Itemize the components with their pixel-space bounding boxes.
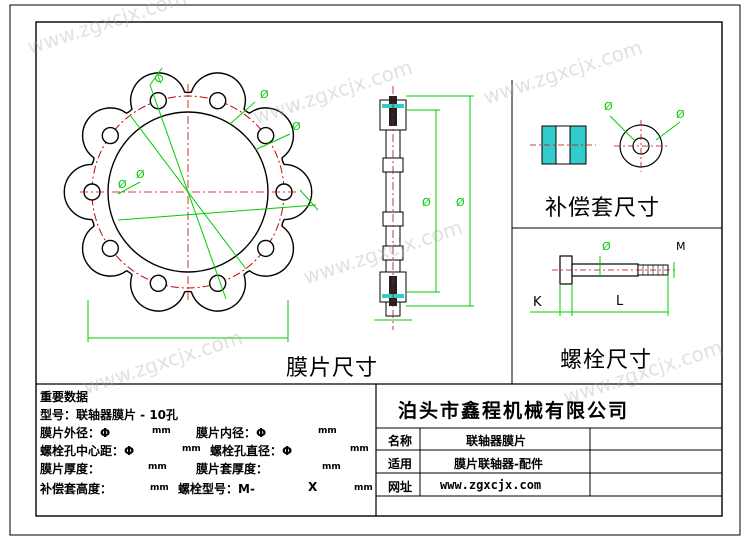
spec-bolt-hole: 螺栓孔直径：Φ <box>210 444 293 458</box>
dim-phi-center: Ø <box>136 168 145 181</box>
dim-phi-bolt: Ø <box>602 240 611 253</box>
spec-bolt-model: 螺栓型号：M- <box>178 482 255 496</box>
spec-inner-dia-unit: mm <box>318 426 337 436</box>
dim-k-bolt: K <box>533 295 542 310</box>
dim-line-side <box>299 189 319 211</box>
bolt-hole <box>149 91 168 110</box>
spec-bolt-circle: 螺栓孔中心距：Φ <box>40 444 135 458</box>
tb-name-label: 名称 <box>388 434 413 448</box>
dim-line-hole <box>229 101 256 125</box>
spec-set-thickness-unit: mm <box>322 462 341 472</box>
dim-phi-side-inner: Ø <box>422 196 431 209</box>
dim-l-bolt: L <box>616 294 624 309</box>
dim-line-inner <box>117 204 317 221</box>
dim-line-leader-1 <box>149 67 163 86</box>
dim-line-outer <box>149 84 227 300</box>
spec-bolt-circle-unit: mm <box>182 444 201 454</box>
sleeve-drawing <box>530 115 681 172</box>
spec-outer-dia-unit: mm <box>152 426 171 436</box>
bolt-hole <box>208 274 227 292</box>
side-bolt-top <box>389 96 397 126</box>
dim-phi-side-outer: Ø <box>456 196 465 209</box>
spec-heading: 重要数据 <box>40 390 89 404</box>
spec-bolt-unit: mm <box>354 483 373 493</box>
tb-web-value: www.zgxcjx.com <box>440 478 542 492</box>
diaphragm-front-view <box>63 67 319 342</box>
title-bolt-size: 螺栓尺寸 <box>560 348 653 373</box>
dim-phi-left: Ø <box>118 178 127 191</box>
tb-use-value: 膜片联轴器-配件 <box>454 457 543 471</box>
bolt-holes <box>83 91 293 292</box>
dim-phi-sleeve: Ø <box>604 100 613 113</box>
company-name: 泊头市鑫程机械有限公司 <box>398 400 630 422</box>
bolt-hole <box>149 274 168 292</box>
dim-line-leader-3 <box>117 181 141 195</box>
spec-bolt-hole-unit: mm <box>350 444 369 454</box>
tb-use-label: 适用 <box>388 457 413 471</box>
diaphragm-side-view <box>374 86 474 330</box>
diaphragm-outline <box>63 72 313 312</box>
sleeve-dim-1 <box>609 115 635 141</box>
bolt-drawing <box>530 255 676 316</box>
spec-outer-dia: 膜片外径：Φ <box>40 426 111 440</box>
dim-line-leader-2 <box>254 133 291 151</box>
title-diaphragm-size: 膜片尺寸 <box>286 356 379 381</box>
sleeve-dim-2 <box>655 121 681 141</box>
bolt-hole <box>101 239 120 258</box>
bolt-hole <box>208 91 227 110</box>
spec-inner-dia: 膜片内径：Φ <box>196 426 267 440</box>
spec-sleeve-height: 补偿套高度： <box>40 482 113 496</box>
spec-model: 型号：联轴器膜片 - 10孔 <box>40 408 179 422</box>
bolt-hole <box>257 239 275 258</box>
dim-phi-sleeve-2: Ø <box>676 108 685 121</box>
dim-phi-right: Ø <box>292 120 301 133</box>
spec-thickness: 膜片厚度： <box>40 462 101 476</box>
spec-sleeve-height-unit: mm <box>150 483 169 493</box>
outer-frame <box>9 4 741 536</box>
title-sleeve-size: 补偿套尺寸 <box>545 196 661 221</box>
dim-m-bolt: M <box>676 240 686 253</box>
bolt-hole <box>257 126 275 145</box>
tb-web-label: 网址 <box>388 480 413 494</box>
spec-set-thickness: 膜片套厚度： <box>196 462 269 476</box>
spec-bolt-x: X <box>308 480 318 494</box>
bolt-hole <box>101 126 120 145</box>
inner-frame <box>35 21 723 517</box>
dim-phi-hole: Ø <box>260 88 269 101</box>
tb-name-value: 联轴器膜片 <box>466 434 527 448</box>
spec-thickness-unit: mm <box>148 462 167 472</box>
